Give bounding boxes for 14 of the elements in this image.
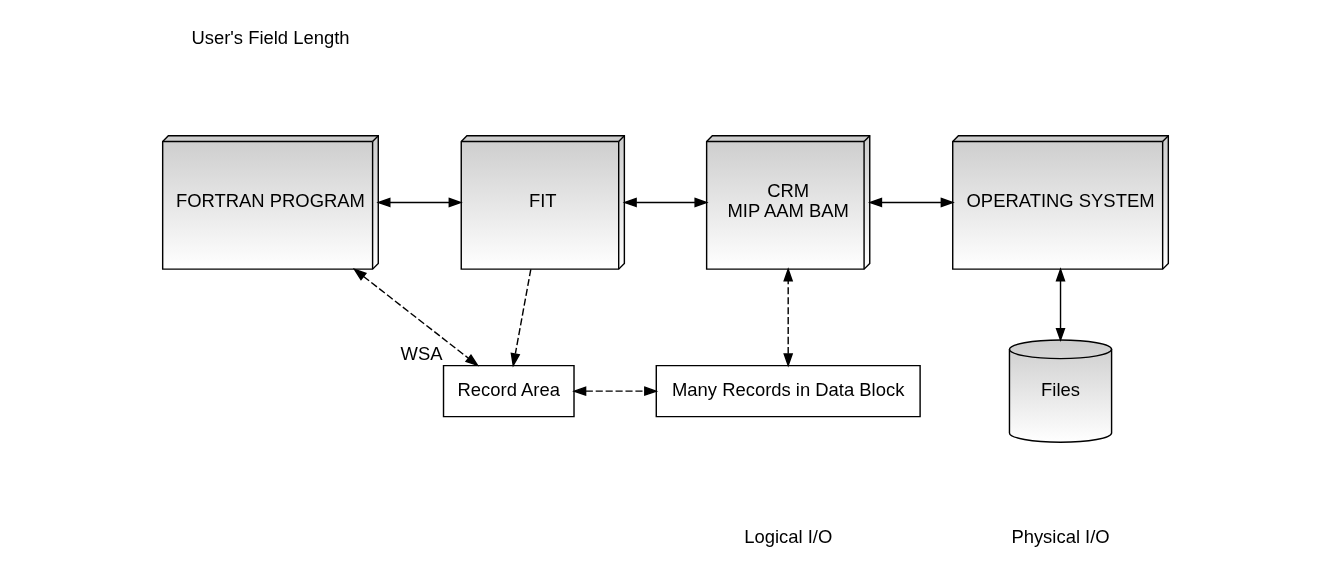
node-label: WSA — [400, 343, 443, 365]
arrow — [510, 268, 531, 368]
arrow — [352, 268, 479, 367]
arrow — [782, 267, 793, 368]
label: Physical I/O — [1010, 526, 1110, 548]
arrow — [622, 197, 709, 208]
arrow — [375, 197, 463, 208]
node-box: Record Area — [442, 364, 575, 418]
label: Logical I/O — [743, 526, 832, 548]
node-box: Many Records in Data Block — [655, 364, 921, 418]
arrow — [1055, 267, 1065, 343]
arrow — [867, 197, 955, 208]
label: User's Field Length — [190, 27, 350, 49]
arrow — [571, 386, 658, 397]
